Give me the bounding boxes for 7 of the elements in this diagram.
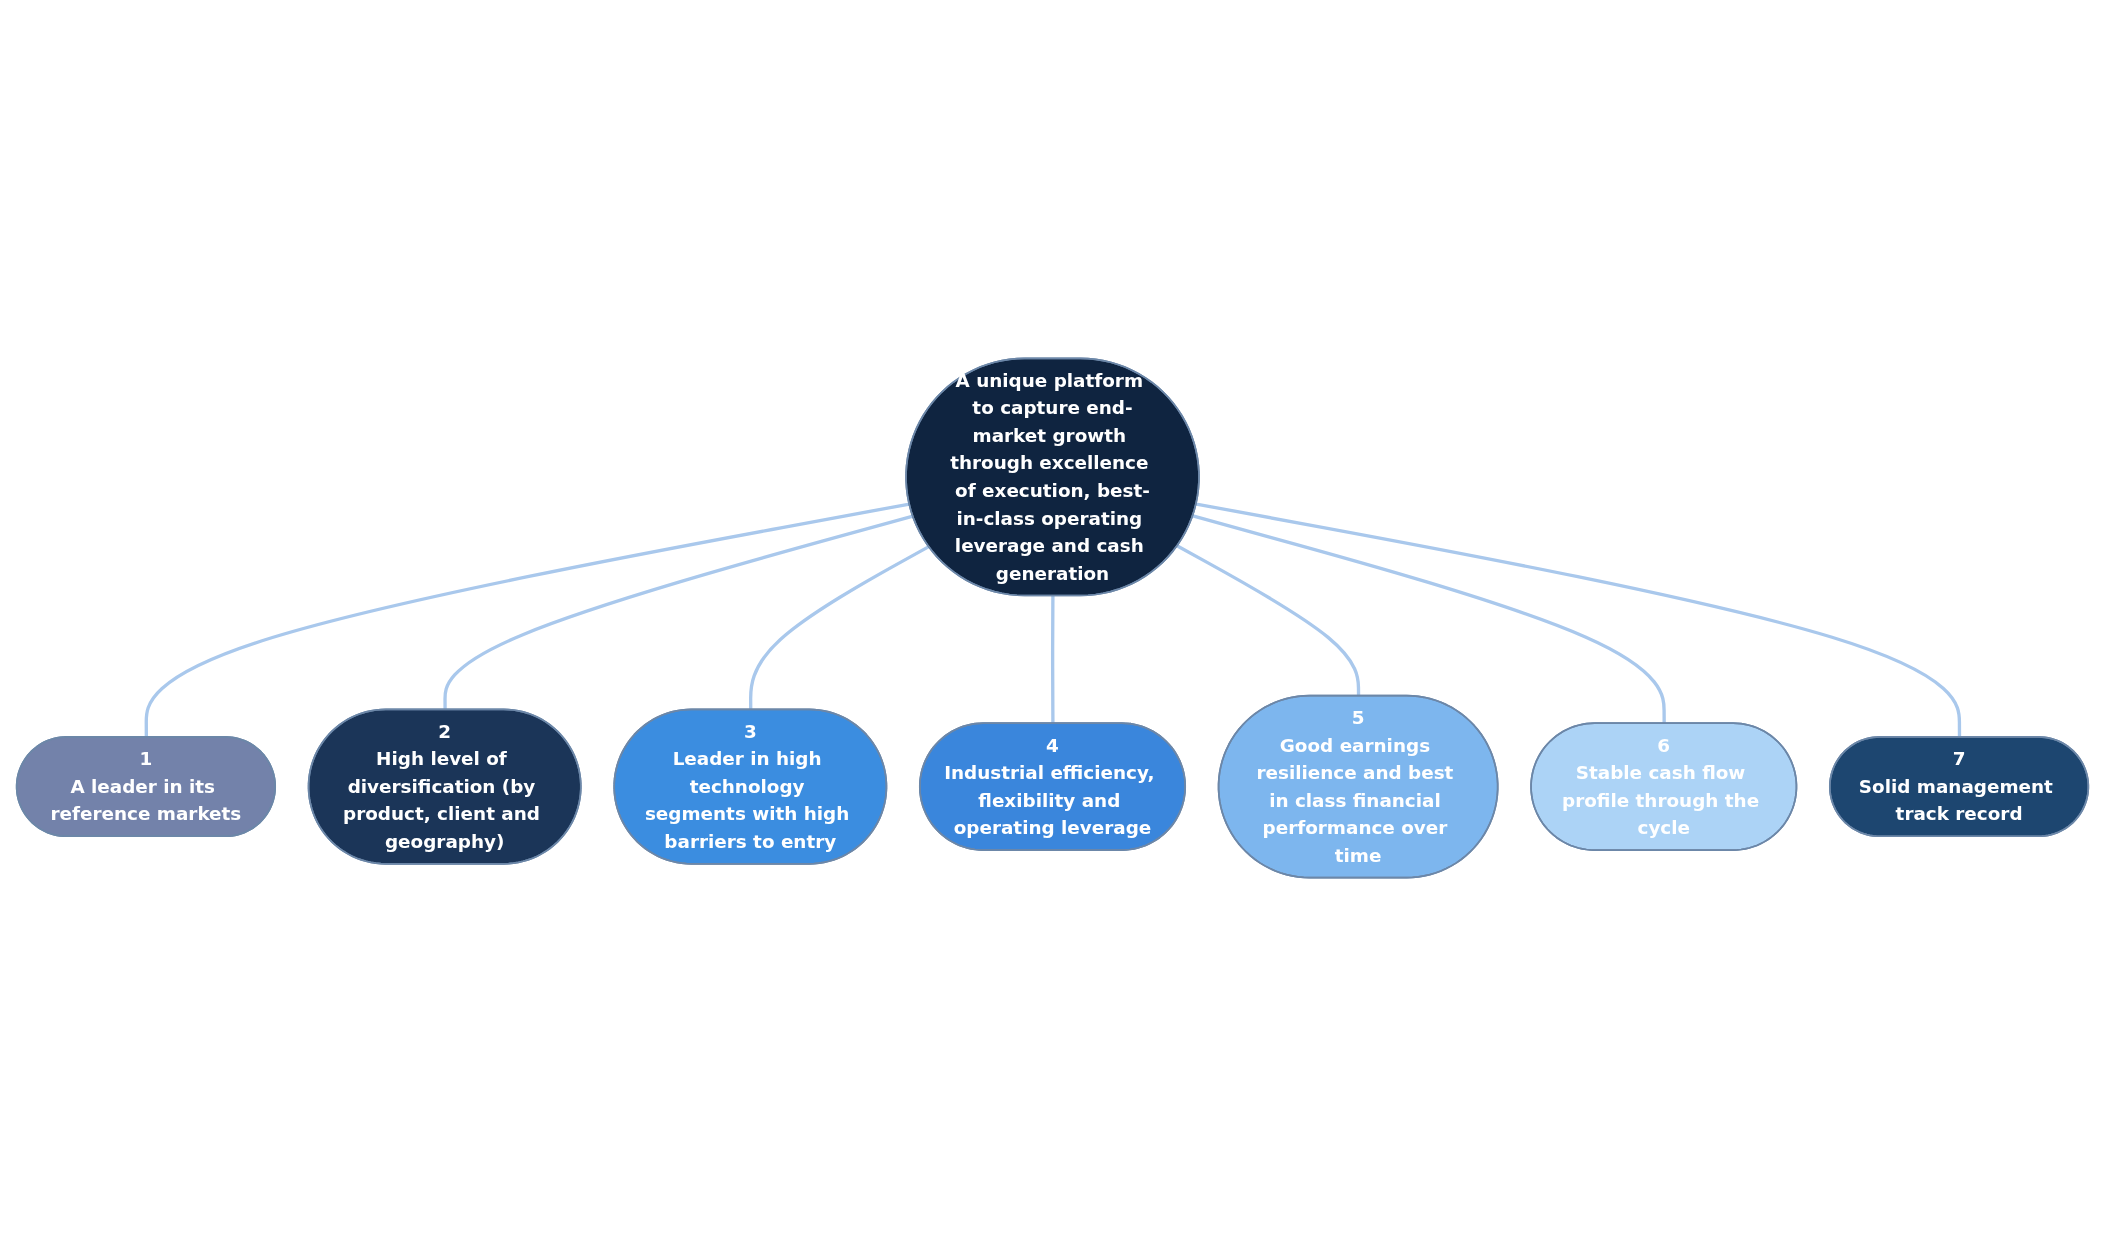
connector (749, 545, 930, 710)
connector (1192, 514, 1666, 724)
connector (1050, 595, 1055, 724)
connector (1176, 544, 1361, 697)
connector (144, 502, 910, 738)
connector (443, 514, 914, 710)
connector (1196, 502, 1962, 738)
